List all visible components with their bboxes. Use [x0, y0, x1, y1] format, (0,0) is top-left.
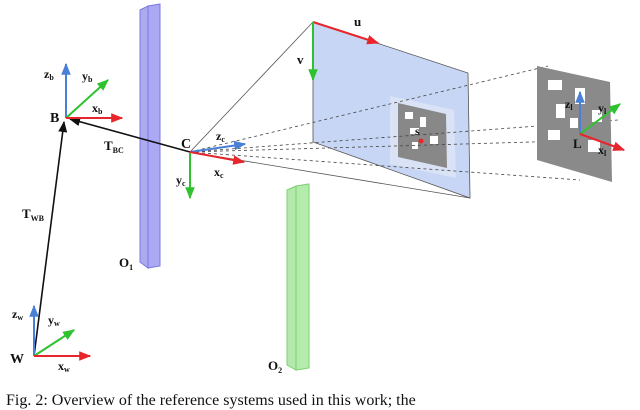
marker-x-axis: [579, 133, 626, 151]
projected-point-label: s: [415, 124, 420, 138]
marker-z-label: zl: [565, 97, 573, 112]
marker-label: L: [573, 136, 582, 151]
projected-marker: [390, 96, 456, 178]
marker-x-label: xl: [598, 143, 607, 158]
transform-wb-arrow: [33, 120, 68, 357]
marker: [537, 66, 612, 182]
camera-x-axis: [189, 151, 246, 165]
image-u-label: u: [354, 14, 361, 29]
transform-wb-label: TWB: [22, 206, 45, 223]
camera-z-label: zc: [216, 129, 225, 144]
marker-y-label: yl: [598, 101, 607, 116]
transform-bc-label: TBC: [104, 138, 124, 155]
world-y-axis: [33, 329, 76, 357]
obstacle-1-label: O1: [119, 255, 133, 272]
obstacle-1: [139, 3, 161, 269]
figure-caption: Fig. 2: Overview of the reference system…: [6, 392, 416, 409]
camera-z-axis: [189, 140, 247, 153]
obstacle-2: [286, 183, 310, 371]
world-x-label: xw: [58, 359, 70, 374]
transform-bc-arrow: [68, 117, 191, 153]
image-u-axis: [312, 21, 380, 45]
body-x-label: xb: [92, 101, 103, 116]
world-z-label: zw: [12, 307, 23, 322]
body-y-label: yb: [82, 69, 93, 84]
body-y-axis: [65, 79, 109, 119]
obstacle-2-label: O2: [268, 358, 282, 375]
projection-rays: [189, 65, 619, 181]
world-y-label: yw: [48, 313, 60, 328]
camera-frame-label: C: [181, 137, 191, 152]
body-frame-label: B: [50, 111, 59, 126]
camera-y-label: yc: [176, 173, 186, 188]
world-frame-label: W: [10, 352, 24, 367]
body-z-label: zb: [44, 67, 54, 82]
image-v-label: v: [297, 52, 304, 67]
camera-x-label: xc: [214, 165, 224, 180]
marker-y-axis: [579, 103, 621, 135]
